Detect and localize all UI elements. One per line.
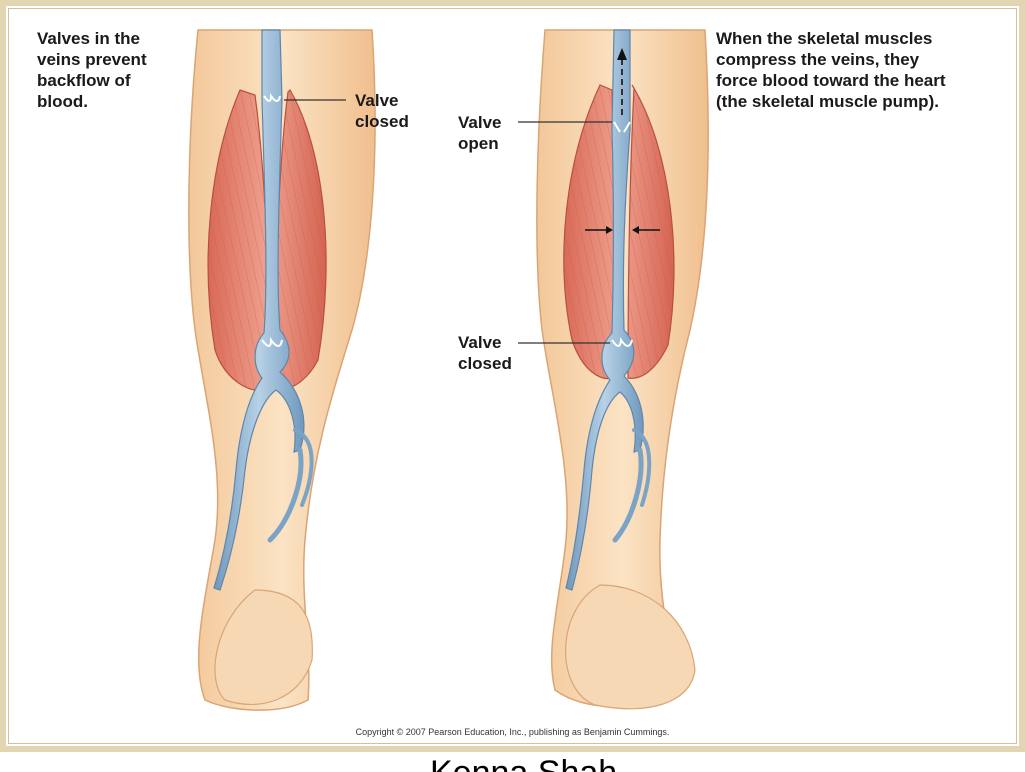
- illustration: [0, 0, 1025, 752]
- right-foot: [566, 585, 695, 709]
- left-leg: [189, 30, 375, 710]
- right-valve-open-label: Valve open: [458, 112, 502, 154]
- right-caption: When the skeletal muscles compress the v…: [716, 28, 946, 112]
- right-valve-closed-label: Valve closed: [458, 332, 512, 374]
- left-caption: Valves in the veins prevent backflow of …: [37, 28, 147, 112]
- bottom-overlay-text: Kenna Shah: [430, 752, 617, 772]
- left-valve-closed-label: Valve closed: [355, 90, 409, 132]
- right-leg: [518, 30, 708, 709]
- copyright-notice: Copyright © 2007 Pearson Education, Inc.…: [0, 727, 1025, 737]
